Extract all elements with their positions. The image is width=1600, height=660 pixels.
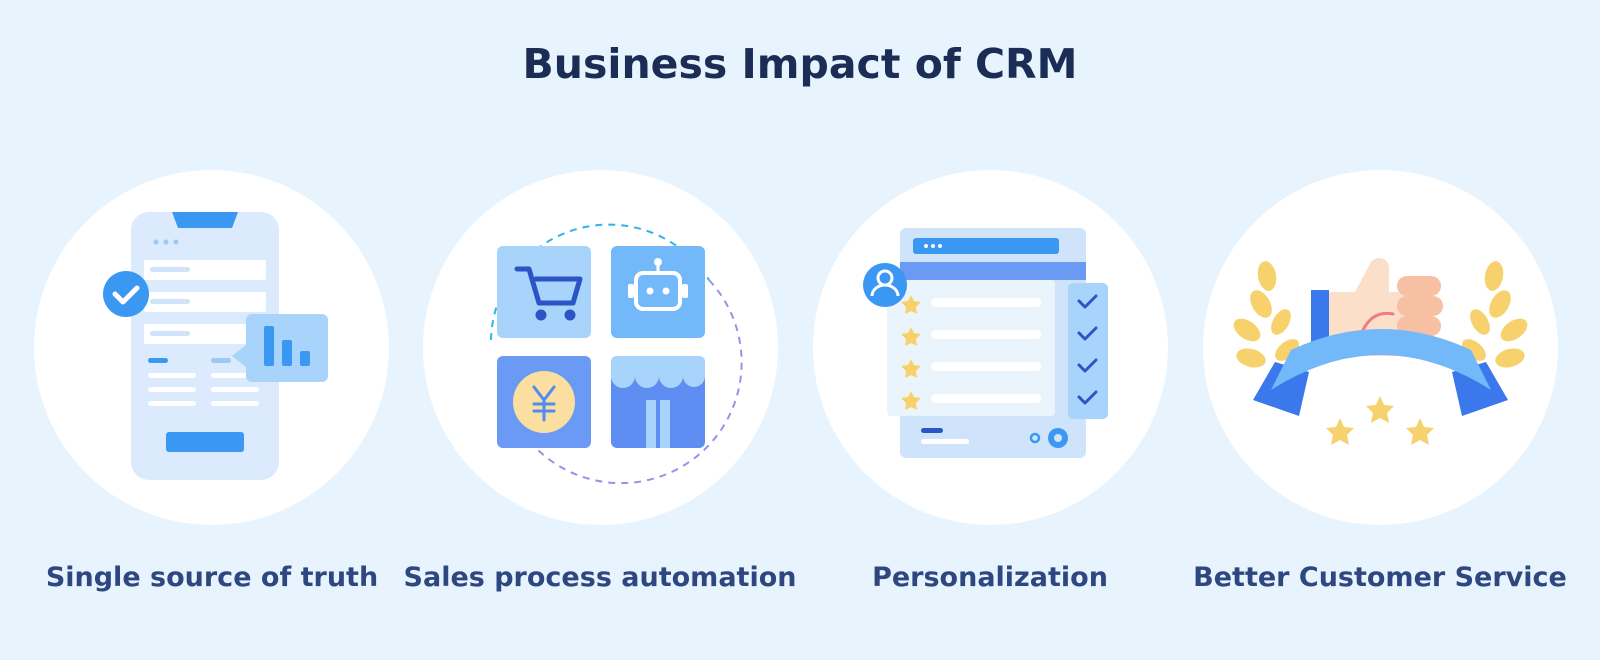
feature-card-single-source xyxy=(34,170,389,525)
feature-card-sales-automation xyxy=(423,170,778,525)
feature-label-sales-automation: Sales process automation xyxy=(403,562,797,593)
phone-dashboard-icon xyxy=(103,212,328,480)
feature-card-personalization xyxy=(813,170,1168,525)
feature-label-personalization: Personalization xyxy=(872,562,1108,593)
thumbs-up-award-icon xyxy=(1233,258,1528,445)
feature-label-single-source: Single source of truth xyxy=(45,562,379,593)
feature-card-customer-service xyxy=(1203,170,1558,525)
personalized-list-icon xyxy=(863,228,1108,458)
feature-label-customer-service: Better Customer Service xyxy=(1193,562,1567,593)
automation-grid-icon xyxy=(490,223,743,485)
page-title: Business Impact of CRM xyxy=(522,40,1078,88)
